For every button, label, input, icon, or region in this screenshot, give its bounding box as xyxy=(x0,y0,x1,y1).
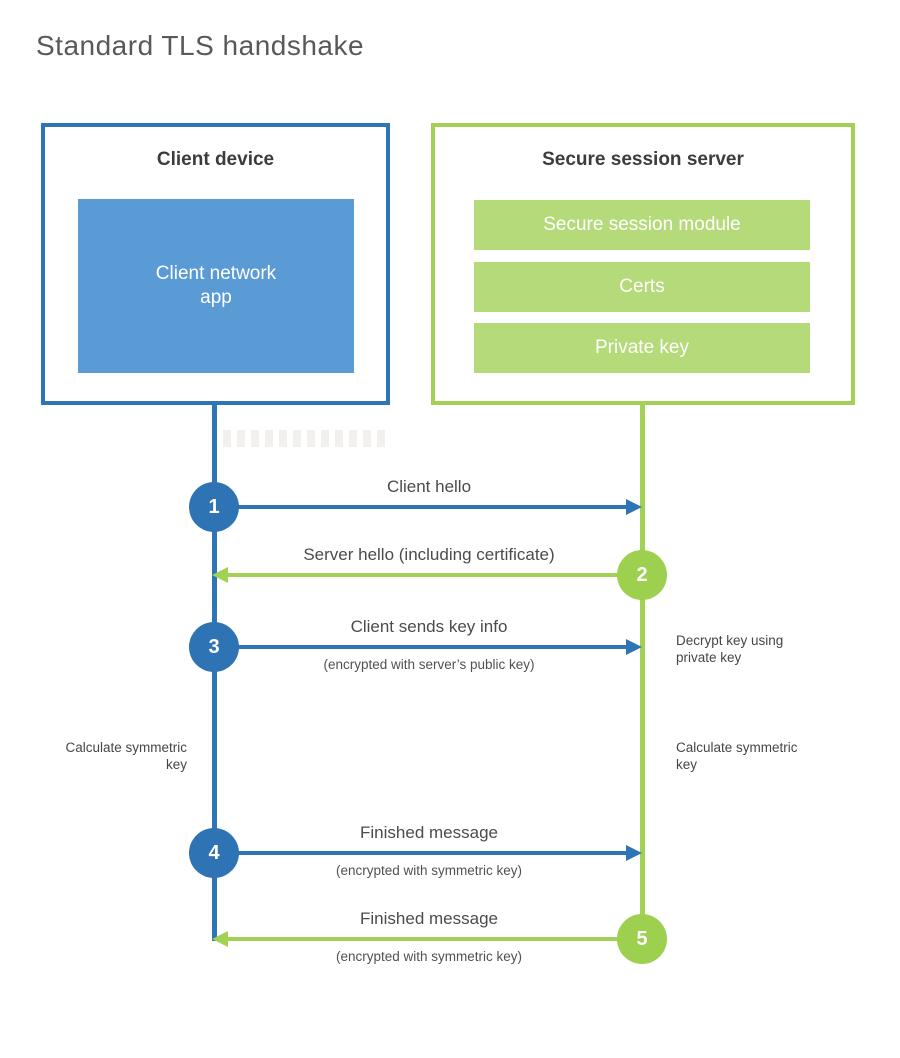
message-label: Client hello xyxy=(386,477,472,496)
server-module-private-key: Private key xyxy=(474,323,810,373)
note-decrypt-key: Decrypt key using private key xyxy=(676,633,784,666)
step-circle-2: 2 xyxy=(617,550,667,600)
message-sublabel: (encrypted with server’s public key) xyxy=(323,657,535,672)
step-circle-5: 5 xyxy=(617,914,667,964)
client-network-app-box: Client network app xyxy=(78,199,354,373)
arrow-right-icon xyxy=(626,499,642,515)
server-module-certs: Certs xyxy=(474,262,810,312)
message-sublabel: (encrypted with symmetric key) xyxy=(335,949,523,964)
arrow-left-icon xyxy=(212,567,228,583)
step-circle-3: 3 xyxy=(189,622,239,672)
step-circle-1: 1 xyxy=(189,482,239,532)
client-device-title: Client device xyxy=(156,149,275,170)
secure-session-server-box: Secure session server Secure session mod… xyxy=(431,123,855,405)
arrow-right-icon xyxy=(626,639,642,655)
message-label: Finished message xyxy=(360,823,498,842)
server-module-secure-session: Secure session module xyxy=(474,200,810,250)
server-lifeline xyxy=(640,405,645,939)
arrow-line xyxy=(228,573,642,577)
message-label: Finished message xyxy=(360,909,498,928)
message-sublabel: (encrypted with symmetric key) xyxy=(335,863,523,878)
arrow-line xyxy=(216,645,626,649)
arrow-line xyxy=(228,937,642,941)
faint-dashes-artifact xyxy=(223,430,388,447)
client-device-box: Client device Client network app xyxy=(41,123,390,405)
arrow-left-icon xyxy=(212,931,228,947)
client-network-app-label: Client network app xyxy=(155,263,277,308)
message-label: Client sends key info xyxy=(350,617,508,636)
arrow-line xyxy=(216,851,626,855)
step-circle-4: 4 xyxy=(189,828,239,878)
client-lifeline xyxy=(212,405,217,941)
message-label: Server hello (including certificate) xyxy=(303,545,555,564)
server-title: Secure session server xyxy=(542,149,744,170)
page-title: Standard TLS handshake xyxy=(36,30,365,61)
arrow-line xyxy=(216,505,626,509)
note-calculate-symmetric-client: Calculate symmetric key xyxy=(65,740,187,773)
arrow-right-icon xyxy=(626,845,642,861)
note-calculate-symmetric-server: Calculate symmetric key xyxy=(676,740,798,773)
